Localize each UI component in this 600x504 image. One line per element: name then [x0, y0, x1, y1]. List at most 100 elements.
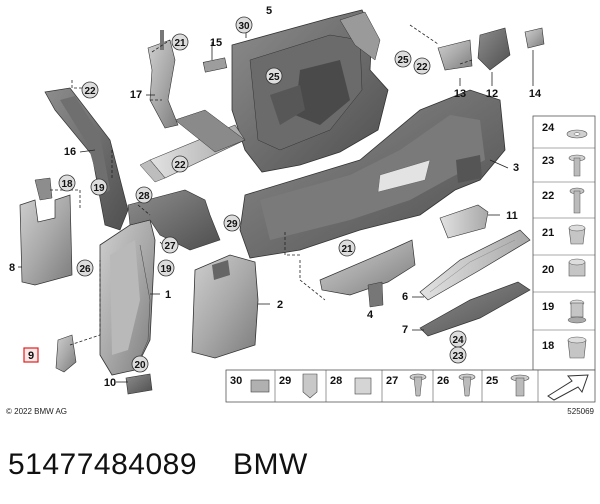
part-6-strip	[419, 229, 531, 301]
part-16-strip	[44, 87, 129, 231]
part-number: 51477484089	[8, 448, 198, 481]
svg-text:27: 27	[386, 375, 398, 387]
parts-diagram: 30 21 25 22 22 18 19 28	[6, 5, 596, 416]
callout-19-middle: 19	[157, 259, 175, 277]
callout-circles: 30 21 25 22 22 18 19 28	[58, 16, 467, 373]
svg-text:24: 24	[452, 335, 464, 346]
solid-leaders	[18, 18, 534, 383]
arrow-icon	[547, 374, 589, 401]
part-4-trim	[319, 239, 416, 308]
side-fastener-22: 22	[542, 187, 585, 214]
svg-text:27: 27	[164, 241, 176, 252]
svg-text:25: 25	[486, 375, 498, 387]
svg-text:3: 3	[513, 162, 519, 174]
svg-text:9: 9	[28, 350, 34, 362]
bottom-fastener-27: 27	[386, 373, 427, 397]
part-1-side-panel	[99, 189, 221, 376]
part-7-strip	[419, 281, 531, 337]
svg-text:22: 22	[416, 62, 428, 73]
callout-22-top-right: 22	[413, 57, 431, 75]
side-fastener-23: 23	[542, 154, 586, 177]
bottom-fastener-30: 30	[230, 375, 270, 393]
svg-text:28: 28	[330, 375, 342, 387]
caption-bar: 51477484089 BMW	[8, 440, 592, 490]
svg-text:19: 19	[160, 264, 172, 275]
callout-23-lower-right: 23	[449, 346, 467, 364]
part-12-bracket	[477, 27, 511, 71]
callout-19-left: 19	[90, 178, 108, 196]
svg-text:15: 15	[210, 37, 222, 49]
svg-text:25: 25	[268, 72, 280, 83]
part-9-clip	[55, 334, 77, 373]
svg-text:30: 30	[238, 21, 250, 32]
svg-text:22: 22	[174, 160, 186, 171]
svg-text:30: 30	[230, 375, 242, 387]
svg-text:26: 26	[437, 375, 449, 387]
svg-text:7: 7	[402, 324, 408, 336]
part-11-trim-piece	[439, 204, 489, 239]
side-fastener-panel: 24 23 22 21 20 19	[532, 115, 596, 371]
callout-26-left: 26	[76, 259, 94, 277]
part-5-upper-trim	[231, 9, 389, 173]
bottom-fastener-panel: 30 29 28 27 26 25	[225, 369, 596, 403]
svg-text:29: 29	[226, 219, 238, 230]
callout-30-top: 30	[235, 16, 253, 34]
bottom-fastener-26: 26	[437, 373, 476, 397]
svg-text:1: 1	[165, 289, 171, 301]
svg-text:10: 10	[104, 377, 116, 389]
callout-21-middle: 21	[338, 239, 356, 257]
svg-text:26: 26	[79, 264, 91, 275]
diagram-number: 525069	[567, 407, 594, 416]
side-fastener-21: 21	[542, 224, 586, 245]
copyright-text: © 2022 BMW AG	[6, 407, 67, 416]
callout-25-top-right: 25	[394, 50, 412, 68]
callout-22-left: 22	[81, 81, 99, 99]
callout-28-middle: 28	[135, 186, 153, 204]
svg-text:14: 14	[529, 88, 542, 100]
callout-27-middle: 27	[161, 236, 179, 254]
svg-text:22: 22	[84, 86, 96, 97]
callout-18-left: 18	[58, 174, 76, 192]
part-5-strip	[139, 109, 246, 183]
bottom-fastener-29: 29	[279, 373, 318, 399]
side-fastener-20: 20	[542, 258, 586, 277]
svg-text:29: 29	[279, 375, 291, 387]
side-fastener-24: 24	[542, 122, 588, 139]
side-fastener-19: 19	[542, 299, 587, 324]
svg-text:2: 2	[277, 299, 283, 311]
highlighted-label-9: 9	[23, 347, 39, 363]
bottom-fastener-28: 28	[330, 375, 372, 395]
part-14-clip	[524, 27, 545, 49]
svg-text:5: 5	[266, 5, 272, 17]
svg-text:17: 17	[130, 89, 142, 101]
svg-text:23: 23	[452, 351, 464, 362]
svg-text:28: 28	[138, 191, 150, 202]
svg-text:20: 20	[134, 360, 146, 371]
bottom-fastener-25: 25	[486, 374, 530, 397]
svg-text:23: 23	[542, 155, 554, 167]
part-15-clip	[202, 57, 228, 73]
svg-text:19: 19	[542, 301, 554, 313]
brand-name: BMW	[233, 448, 308, 481]
svg-text:24: 24	[542, 122, 555, 134]
part-3-main-trim	[239, 89, 506, 259]
part-13-bracket	[437, 39, 473, 71]
svg-text:12: 12	[486, 88, 498, 100]
svg-text:16: 16	[64, 146, 76, 158]
svg-text:8: 8	[9, 262, 15, 274]
svg-text:21: 21	[174, 38, 186, 49]
svg-text:25: 25	[397, 55, 409, 66]
svg-text:4: 4	[367, 309, 374, 321]
callout-21-top: 21	[171, 33, 189, 51]
side-fastener-18: 18	[542, 336, 587, 359]
svg-text:22: 22	[542, 190, 554, 202]
part-2-cover	[191, 254, 259, 359]
part-18-bracket	[34, 177, 53, 201]
callout-24-lower-right: 24	[449, 330, 467, 348]
callout-25-top: 25	[265, 67, 283, 85]
svg-text:20: 20	[542, 264, 554, 276]
part-8-panel	[19, 194, 73, 286]
part-17-bracket	[147, 30, 179, 129]
svg-text:6: 6	[402, 291, 408, 303]
part-10-holder	[125, 373, 153, 395]
